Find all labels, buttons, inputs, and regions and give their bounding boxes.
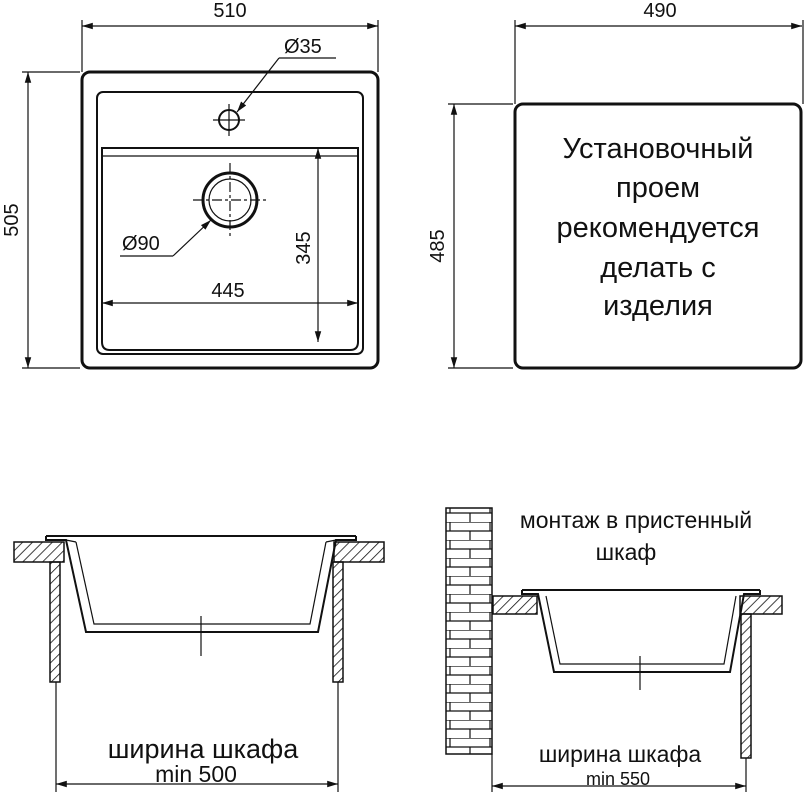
countertop-left — [13, 541, 65, 563]
section-right: монтаж в пристенный шкаф ширина шкафа mi… — [445, 507, 783, 792]
drain-hole-label: Ø90 — [122, 233, 160, 255]
leader-drain-hole — [172, 219, 212, 257]
countertop-open-side — [739, 595, 783, 615]
leader-tap-hole — [236, 57, 280, 113]
countertop-right — [333, 541, 385, 563]
cutout-view: 490 485 Установочный проем рекомендуется… — [427, 0, 804, 370]
dim-label-485: 485 — [427, 229, 449, 262]
dim-label-345: 345 — [293, 231, 315, 264]
section-left: ширина шкафа min 500 — [13, 535, 385, 792]
dim-label-490: 490 — [643, 0, 676, 22]
dim-label-505: 505 — [1, 203, 23, 236]
dim-label-510: 510 — [213, 0, 246, 22]
cabinet-width-caption-right: ширина шкафа — [539, 741, 702, 767]
cabinet-wall-open-side — [740, 613, 752, 759]
mount-note-line-1: монтаж в пристенный — [520, 507, 752, 533]
cabinet-min-right: min 550 — [586, 769, 650, 789]
cutout-note-line-4: делать с — [600, 252, 715, 284]
brick-wall — [445, 507, 493, 755]
cutout-note-line-3: рекомендуется — [557, 212, 760, 244]
drain-hole — [201, 171, 259, 229]
cutout-note-line-2: проем — [616, 172, 700, 204]
cabinet-wall-right — [332, 561, 344, 683]
sink-section-right — [521, 589, 761, 673]
cabinet-min-left: min 500 — [155, 761, 237, 787]
top-view: 510 505 Ø35 Ø90 445 345 — [1, 0, 380, 370]
cabinet-wall-left — [49, 561, 61, 683]
countertop-wall-side — [492, 595, 538, 615]
cutout-note-line-5: изделия — [603, 290, 713, 322]
sink-outline — [80, 70, 380, 370]
cabinet-width-caption-left: ширина шкафа — [108, 734, 300, 764]
mount-note-line-2: шкаф — [596, 539, 657, 565]
cutout-outline — [513, 102, 803, 370]
cutout-note-line-1: Установочный — [563, 133, 754, 165]
sink-deck — [96, 91, 364, 355]
sink-bowl — [101, 147, 359, 351]
dim-label-445: 445 — [211, 280, 244, 302]
sink-section-left — [45, 535, 357, 633]
tap-hole-label: Ø35 — [284, 36, 322, 58]
